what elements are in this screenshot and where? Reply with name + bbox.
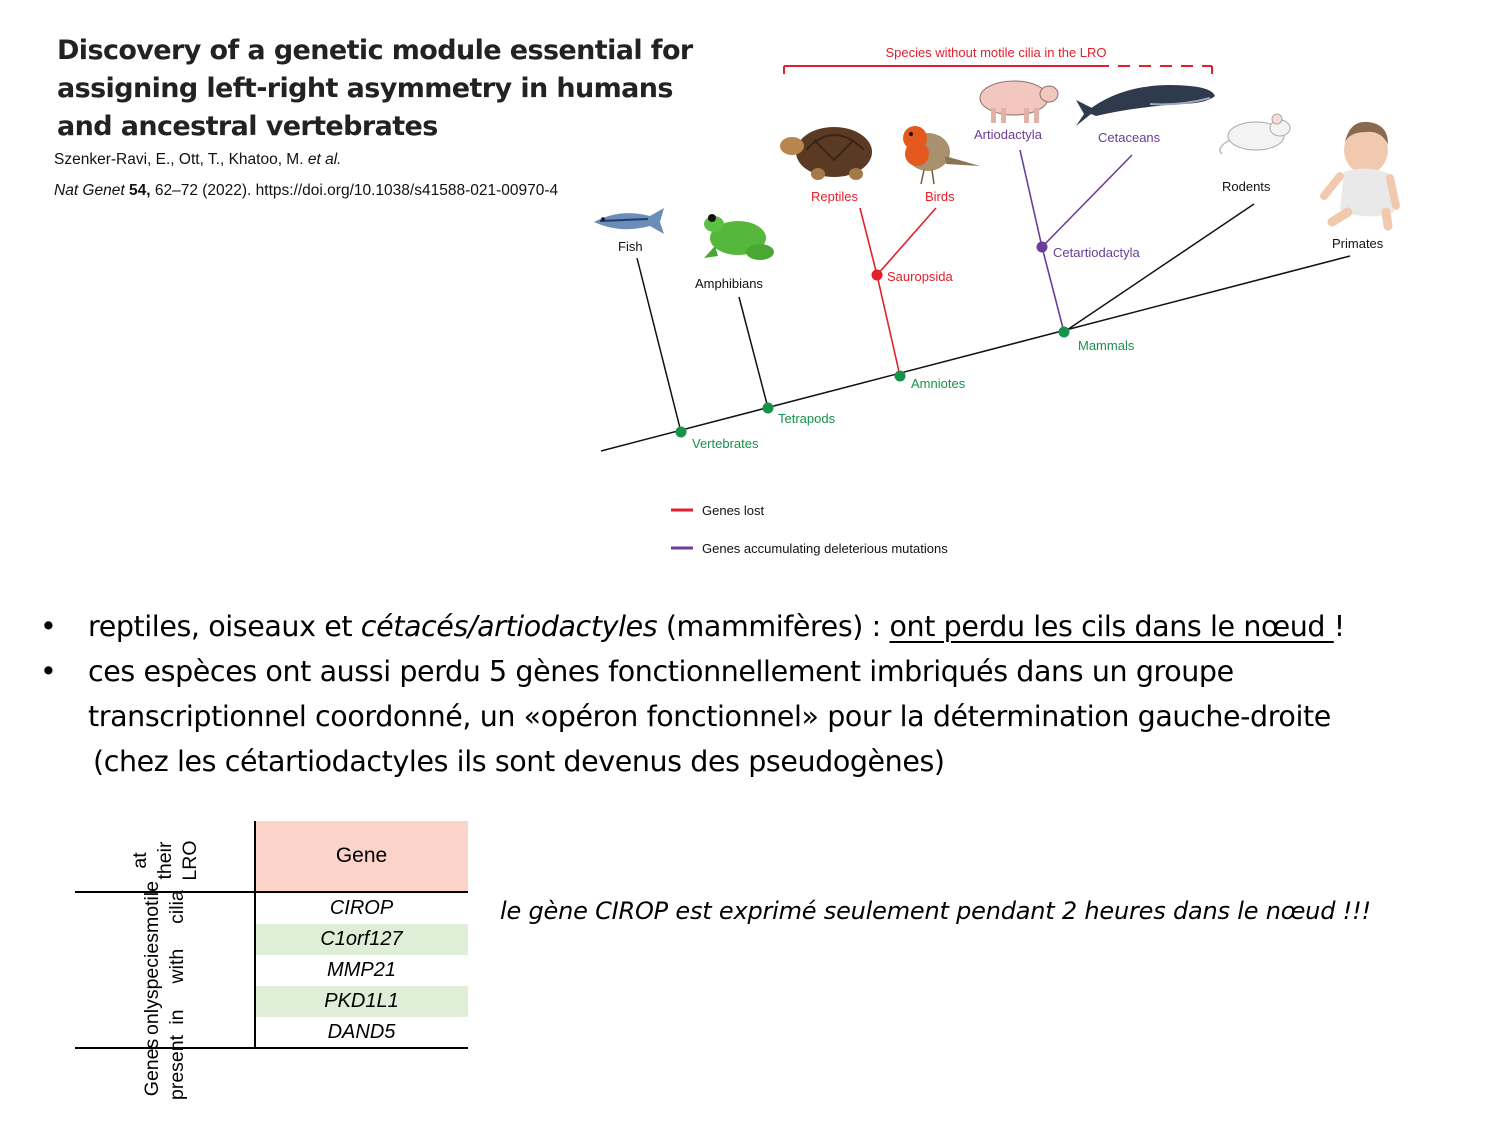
label-mammals: Mammals — [1078, 338, 1135, 353]
mutation-branches — [1019, 149, 1133, 333]
journal-volume: 54, — [128, 182, 151, 199]
citation-authors: Szenker-Ravi, E., Ott, T., Khatoo, M. et… — [54, 151, 341, 169]
pig-icon — [979, 80, 1059, 123]
robin-icon — [903, 126, 980, 185]
gene-row: MMP21 — [327, 959, 396, 981]
bullet-2-line-1: ces espèces ont aussi perdu 5 gènes fonc… — [88, 655, 1234, 688]
node-cetartiodactyla — [1036, 241, 1048, 253]
node-sauropsida — [871, 269, 883, 281]
label-tetrapods: Tetrapods — [778, 411, 836, 426]
table-divider-bottom — [75, 1047, 468, 1049]
label-sauropsida: Sauropsida — [887, 269, 954, 284]
node-amniotes — [894, 370, 906, 382]
label-fish: Fish — [618, 239, 643, 254]
table-divider-header — [75, 891, 468, 893]
b1-text-d: ont perdu les cils dans le nœud — [889, 610, 1334, 643]
label-reptiles: Reptiles — [811, 189, 858, 204]
cirop-note: le gène CIROP est exprimé seulement pend… — [500, 897, 1371, 925]
node-mammals — [1058, 326, 1070, 338]
b1-text-e: ! — [1333, 610, 1345, 643]
label-cetartiodactyla: Cetartiodactyla — [1053, 245, 1140, 260]
fish-icon — [594, 208, 664, 234]
gene-table-header: Gene — [255, 821, 468, 891]
bullet-2-line-2: transcriptionnel coordonné, un «opéron f… — [88, 700, 1331, 733]
journal-pages-doi: 62–72 (2022). https://doi.org/10.1038/s4… — [150, 182, 559, 199]
gene-table: Gene CIROP C1orf127 MMP21 PKD1L1 DAND5 G… — [75, 821, 468, 1100]
b1-text-a: reptiles, oiseaux et — [88, 610, 361, 643]
b1-text-c: (mammifères) : — [657, 610, 890, 643]
legend-lost-label: Genes lost — [702, 503, 765, 518]
bullet-2-line-3: (chez les cétartiodactyles ils sont deve… — [93, 745, 945, 778]
baby-icon — [1320, 121, 1400, 231]
row-label-line: at their LRO — [128, 840, 201, 881]
label-amniotes: Amniotes — [911, 376, 966, 391]
mouse-icon — [1219, 113, 1291, 155]
whale-icon — [1076, 85, 1215, 126]
frog-icon — [704, 214, 774, 260]
citation-journal: Nat Genet 54, 62–72 (2022). https://doi.… — [54, 182, 558, 200]
row-label-line: species with — [141, 933, 188, 1000]
label-amphibians: Amphibians — [695, 276, 763, 291]
gene-row: PKD1L1 — [255, 986, 468, 1017]
paper-title: Discovery of a genetic module essential … — [57, 35, 693, 142]
authors: Szenker-Ravi, E., Ott, T., Khatoo, M. — [54, 151, 304, 168]
table-divider-vertical — [254, 821, 256, 1049]
bullet-1: reptiles, oiseaux et cétacés/artiodactyl… — [88, 604, 1345, 649]
gene-row: CIROP — [329, 897, 394, 919]
b1-text-b: cétacés/artiodactyles — [360, 610, 658, 643]
bracket-label: Species without motile cilia in the LRO — [885, 45, 1106, 60]
label-birds: Birds — [925, 189, 955, 204]
label-rodents: Rodents — [1222, 179, 1271, 194]
row-label-line: only in — [141, 999, 188, 1035]
label-primates: Primates — [1332, 236, 1384, 251]
label-vertebrates: Vertebrates — [692, 436, 759, 451]
branches — [600, 203, 1351, 452]
bullet-dot-2: • — [40, 655, 57, 688]
et-al: et al. — [307, 151, 342, 168]
row-label-line: Genes present — [141, 1034, 188, 1100]
node-tetrapods — [762, 402, 774, 414]
journal-name: Nat Genet — [54, 182, 125, 199]
legend-mutation-label: Genes accumulating deleterious mutations — [702, 541, 948, 556]
node-vertebrates — [675, 426, 687, 438]
lost-branches — [859, 207, 937, 377]
turtle-icon — [780, 127, 872, 180]
gene-row: DAND5 — [327, 1021, 396, 1043]
label-artiodactyla: Artiodactyla — [974, 127, 1043, 142]
gene-row: C1orf127 — [255, 924, 468, 955]
bracket — [783, 65, 1213, 74]
bullet-dot-1: • — [40, 610, 57, 643]
row-label-line: motile cilia — [141, 881, 188, 934]
label-cetaceans: Cetaceans — [1098, 130, 1161, 145]
phylogenetic-tree: Species without motile cilia in the LRO … — [594, 45, 1400, 556]
